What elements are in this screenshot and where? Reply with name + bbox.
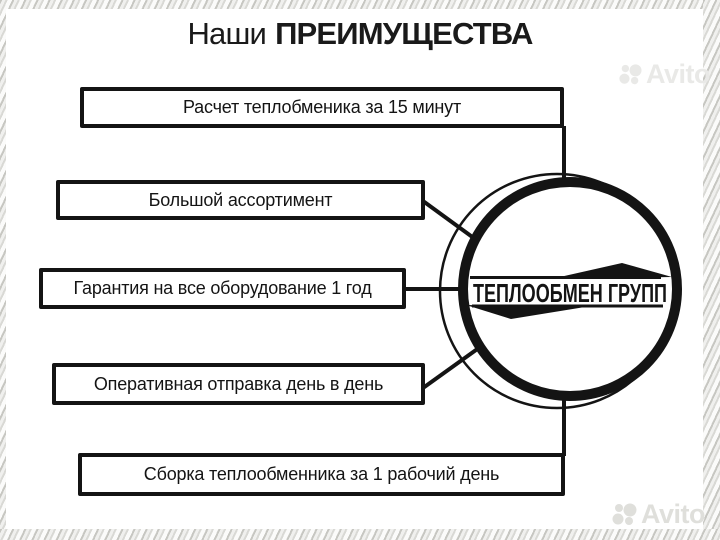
advantage-label: Оперативная отправка день в день: [93, 373, 384, 394]
frame-texture-bottom: [0, 529, 720, 540]
frame-texture-right: [703, 0, 720, 540]
avito-watermark-text: Avito: [646, 59, 711, 89]
avito-watermark-bottom: Avito: [611, 499, 706, 530]
advantage-label: Гарантия на все оборудование 1 год: [73, 278, 372, 298]
avito-logo-icon: [619, 63, 642, 84]
title-regular-part: Наши: [187, 16, 267, 51]
advantage-box-assembly: Сборка теплообменника за 1 рабочий день: [78, 453, 565, 496]
frame-texture-top: [0, 0, 720, 9]
logo-circle: [458, 177, 682, 401]
avito-logo-icon: [612, 503, 637, 525]
advantage-box-shipping: Оперативная отправка день в день: [52, 363, 425, 405]
advantage-label: Большой ассортимент: [148, 189, 333, 210]
advantage-box-warranty: Гарантия на все оборудование 1 год: [39, 268, 406, 309]
advantage-label: Расчет теплобменика за 15 минут: [182, 97, 462, 117]
logo-left-arrow-icon: [466, 305, 585, 319]
advantage-label: Сборка теплообменника за 1 рабочий день: [143, 464, 500, 484]
advantage-box-assortment: Большой ассортимент: [56, 180, 425, 220]
frame-texture-left: [0, 0, 6, 540]
avito-watermark-top: Avito: [618, 59, 711, 90]
title-bold-part: ПРЕИМУЩЕСТВА: [275, 16, 533, 51]
advantage-box-calculation: Расчет теплобменика за 15 минут: [80, 87, 564, 128]
logo-text: ТЕПЛООБМЕН ГРУПП: [473, 278, 667, 308]
logo-right-arrow-icon: [551, 263, 672, 279]
avito-watermark-text: Avito: [641, 499, 706, 529]
